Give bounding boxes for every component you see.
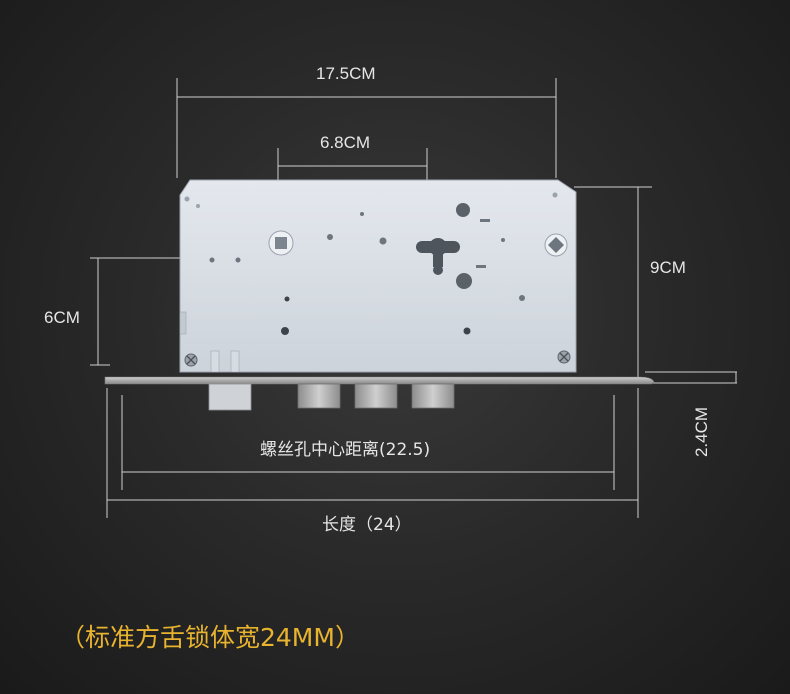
faceplate (104, 376, 655, 385)
screw-hole-distance-label: 螺丝孔中心距离(22.5) (260, 440, 431, 460)
dimension-lines (90, 78, 737, 518)
lock-body (179, 179, 577, 373)
overall-width-label: 17.5CM (316, 64, 376, 83)
bolts (208, 383, 455, 411)
body-height-label: 9CM (650, 258, 686, 277)
lower-height-label: 6CM (44, 308, 80, 327)
hole-spacing-label: 6.8CM (320, 133, 371, 152)
faceplate-width-label: 2.4CM (692, 406, 711, 458)
length-label: 长度（24） (322, 515, 412, 535)
spec-note: （标准方舌锁体宽24MM） (60, 623, 360, 652)
